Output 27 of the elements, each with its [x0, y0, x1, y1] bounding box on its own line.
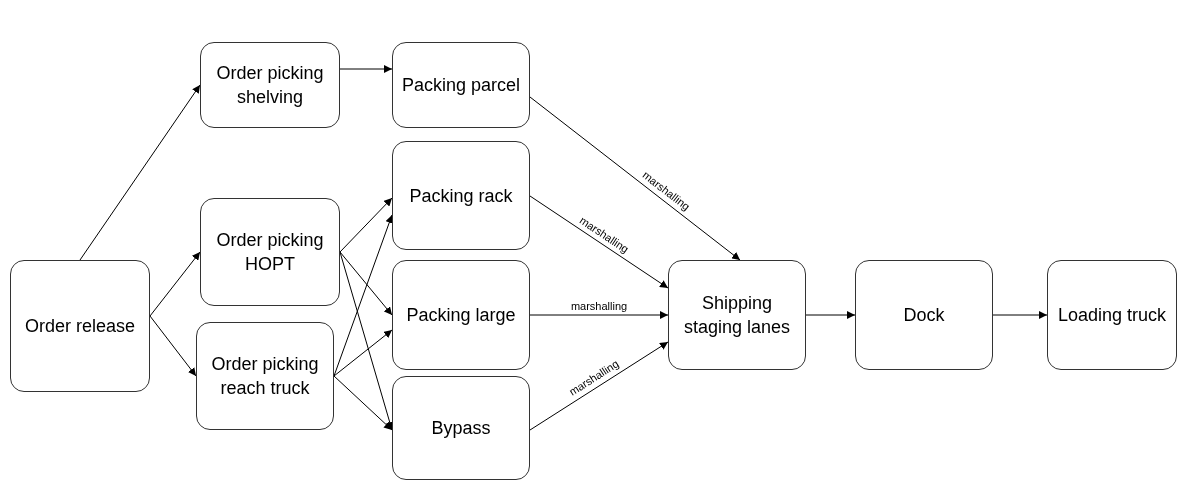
- process-box: Order release: [10, 260, 150, 392]
- arrow: [79, 84, 201, 261]
- arrow: [529, 311, 669, 319]
- arrow: [992, 311, 1048, 319]
- arrow: [339, 197, 393, 253]
- process-box: Packing rack: [392, 141, 530, 250]
- arrow: [333, 214, 394, 377]
- process-box: Bypass: [392, 376, 530, 480]
- process-box: Packing parcel: [392, 42, 530, 128]
- edge-label: marshalling: [570, 300, 628, 312]
- process-box: Packing large: [392, 260, 530, 370]
- arrow: [805, 311, 856, 319]
- arrow: [149, 315, 197, 377]
- arrow: [149, 251, 201, 317]
- arrow: [529, 341, 669, 431]
- process-box: Order picking HOPT: [200, 198, 340, 306]
- process-box: Dock: [855, 260, 993, 370]
- arrow: [333, 329, 393, 377]
- arrow: [529, 195, 669, 289]
- arrow: [529, 96, 741, 261]
- arrow: [333, 375, 393, 431]
- process-box: Shipping staging lanes: [668, 260, 806, 370]
- process-box: Order picking reach truck: [196, 322, 334, 430]
- arrow: [339, 65, 393, 73]
- process-box: Loading truck: [1047, 260, 1177, 370]
- process-box: Order picking shelving: [200, 42, 340, 128]
- arrow: [339, 251, 393, 316]
